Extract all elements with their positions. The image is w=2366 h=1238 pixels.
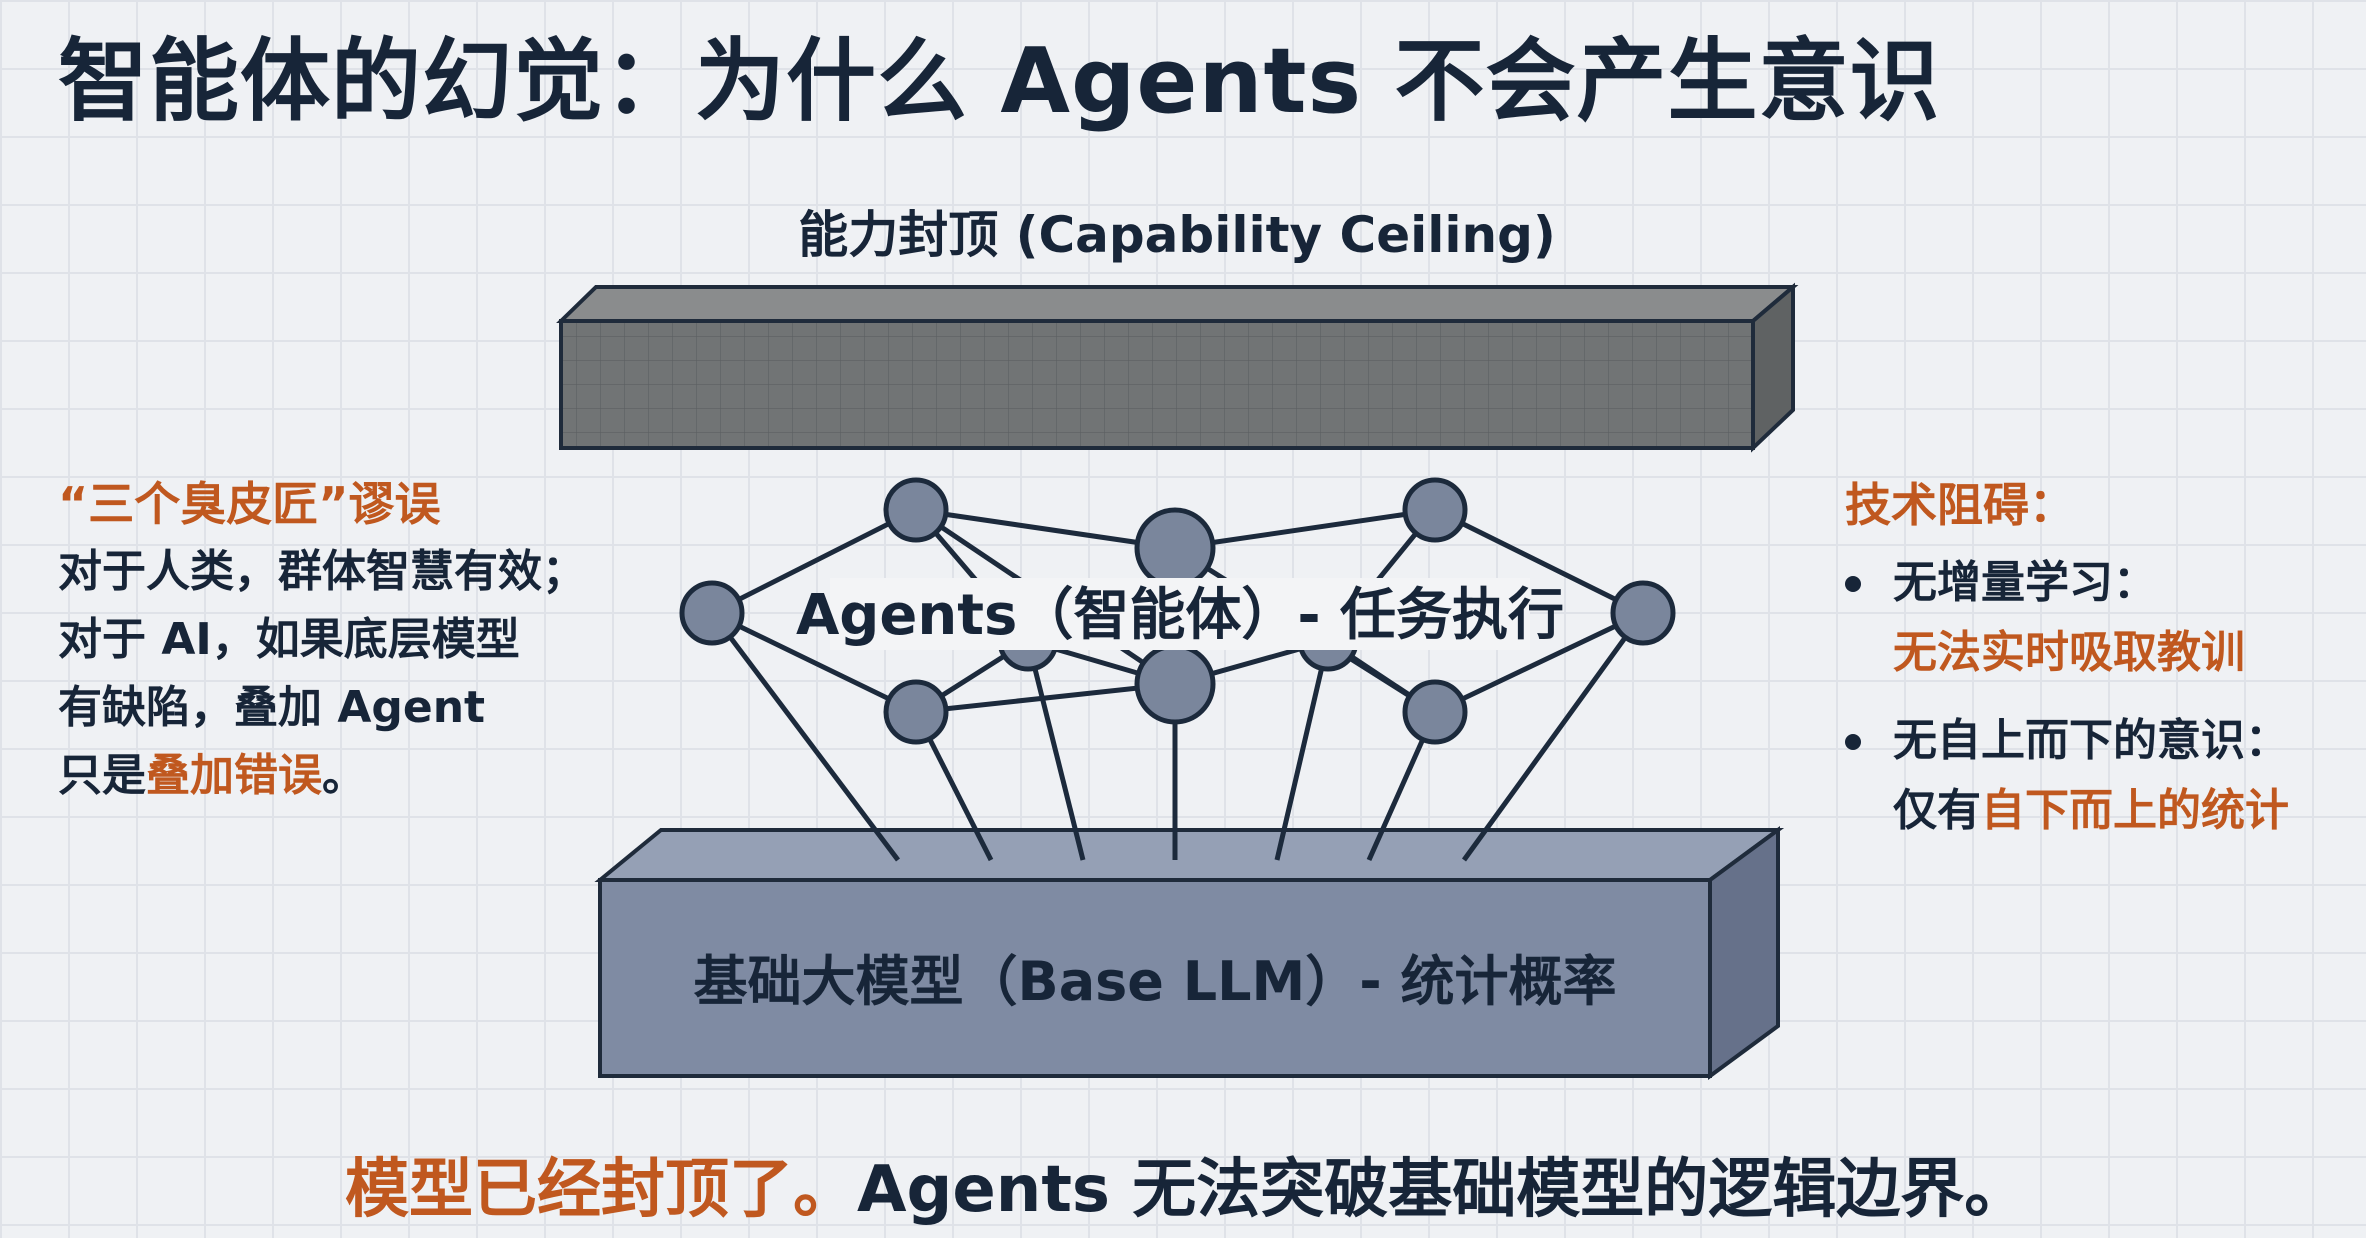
fallacy-line: 只是叠加错误。: [58, 742, 586, 810]
agent-node: [1134, 507, 1216, 589]
network-edge: [710, 610, 918, 715]
conclusion-highlight: 模型已经封顶了。: [345, 1153, 857, 1227]
network-edge: [1274, 640, 1331, 861]
conclusion: 模型已经封顶了。Agents 无法突破基础模型的逻辑边界。: [345, 1138, 2028, 1230]
network-edge: [710, 611, 900, 862]
agent-network-edges: [710, 507, 1646, 862]
agent-network-nodes: [679, 477, 1676, 745]
fallacy-text: 只是: [58, 750, 146, 801]
base-llm-slab: [594, 826, 1785, 1080]
network-edge: [915, 681, 1176, 715]
network-edge: [1433, 507, 1645, 616]
page-title: 智能体的幻觉：为什么 Agents 不会产生意识: [58, 29, 1941, 134]
fallacy-line: 有缺陷，叠加 Agent: [58, 682, 486, 733]
agent-node: [883, 477, 949, 543]
network-edge: [710, 507, 918, 616]
network-edge: [1461, 611, 1646, 862]
fallacy-highlight: 叠加错误: [146, 750, 322, 801]
network-edge: [1433, 610, 1645, 715]
conclusion-text: Agents 无法突破基础模型的逻辑边界。: [857, 1153, 2029, 1227]
network-edge: [915, 507, 1176, 551]
agent-node: [1402, 477, 1468, 543]
barrier-highlight: 自下而上的统计: [1981, 785, 2289, 836]
capability-ceiling-slab: [556, 282, 1799, 453]
ceiling-label: 能力封顶 (Capability Ceiling): [798, 206, 1556, 264]
fallacy-heading: “三个臭皮匠”谬误: [58, 477, 441, 531]
agent-node: [679, 580, 745, 646]
barrier-title: 无增量学习：: [1893, 557, 2157, 608]
barrier-title: 无自上而下的意识：: [1893, 715, 2289, 766]
fallacy-text: 。: [322, 750, 366, 801]
agent-node: [1134, 643, 1216, 725]
agent-node: [1610, 580, 1676, 646]
agents-label-backdrop: [830, 578, 1530, 650]
agent-node: [1402, 679, 1468, 745]
fallacy-line: 对于 AI，如果底层模型: [58, 614, 520, 665]
barrier-item: 无增量学习： 无法实时吸取教训: [1845, 548, 2289, 688]
agents-label: Agents（智能体）- 任务执行: [796, 583, 1564, 648]
barrier-item: 无自上而下的意识： 仅有自下而上的统计: [1845, 706, 2289, 846]
barrier-detail: 仅有: [1893, 785, 1981, 836]
agent-node: [883, 679, 949, 745]
network-edge: [1025, 640, 1086, 861]
technical-barriers-panel: 技术阻碍： 无增量学习： 无法实时吸取教训 无自上而下的意识： 仅有自下而上的统…: [1845, 470, 2289, 846]
bullet-icon: [1845, 576, 1861, 592]
base-llm-label: 基础大模型（Base LLM）- 统计概率: [694, 950, 1617, 1013]
network-edge: [1174, 507, 1436, 551]
three-cobblers-fallacy-panel: “三个臭皮匠”谬误 对于人类，群体智慧有效； 对于 AI，如果底层模型 有缺陷，…: [58, 470, 586, 810]
barrier-highlight: 无法实时吸取教训: [1893, 627, 2245, 678]
barriers-heading: 技术阻碍：: [1845, 478, 2075, 532]
bullet-icon: [1845, 734, 1861, 750]
fallacy-line: 对于人类，群体智慧有效；: [58, 546, 586, 597]
